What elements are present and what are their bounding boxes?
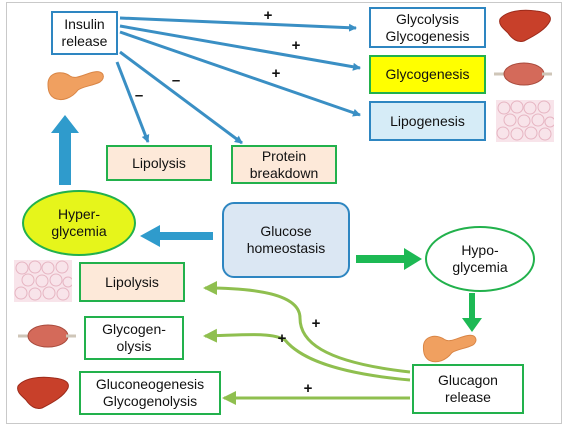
arrow-insulin-to-protein-breakdown xyxy=(119,50,243,145)
liver-icon xyxy=(499,9,551,42)
insulin-release-line-2: release xyxy=(61,33,108,49)
arrow-glucagon-to-lipolysis xyxy=(203,281,411,374)
arrow-insulin-to-lipolysis xyxy=(115,61,150,143)
arrow-homeostasis-to-hyperglycemia xyxy=(140,225,213,247)
sign-insulin-lipogenesis: + xyxy=(271,65,281,82)
liver-icon xyxy=(17,376,69,409)
gluconeogenesis-line: Gluconeogenesis xyxy=(95,376,205,392)
pancreas-icon xyxy=(47,71,104,101)
glucose-line: Glucose xyxy=(260,223,312,239)
muscle-icon xyxy=(18,324,76,348)
insulin-release-line-1: Insulin xyxy=(64,16,105,32)
hyper-line: Hyper- xyxy=(57,206,100,222)
lipolysis-top-box: Lipolysis xyxy=(106,145,212,181)
glucagon-release-line: release xyxy=(445,389,491,405)
olysis-line: olysis xyxy=(116,338,152,354)
arrow-insulin-to-lipogenesis xyxy=(119,30,361,117)
sign-insulin-glycolysis: + xyxy=(263,7,273,24)
lipolysis-bottom-label: Lipolysis xyxy=(105,273,159,290)
glycolysis-line: Glycolysis xyxy=(395,10,459,27)
lipogenesis-label: Lipogenesis xyxy=(390,112,465,129)
sign-glucagon-glycogenolysis: + xyxy=(277,330,287,347)
fat-tissue-icon xyxy=(496,100,554,142)
glycogenesis-label: Glycogenesis xyxy=(385,66,470,82)
glycogenolysis-line: Glycogenolysis xyxy=(102,393,198,409)
hypoglycemia-ellipse: Hypo-glycemia xyxy=(425,226,535,292)
pancreas-icon xyxy=(422,334,477,363)
lipogenesis-box: Lipogenesis xyxy=(369,101,486,141)
glycogenesis-line: Glycogenesis xyxy=(385,27,470,44)
fat-tissue-icon xyxy=(14,260,72,302)
breakdown-line: breakdown xyxy=(249,164,319,181)
sign-insulin-glycogenesis: + xyxy=(291,37,301,54)
hypo-line: Hypo- xyxy=(461,242,499,258)
hypo-glycemia-line: glycemia xyxy=(452,259,508,275)
sign-insulin-lipolysis: – xyxy=(134,87,144,104)
sign-insulin-protein: – xyxy=(171,72,181,89)
lipolysis-bottom-box: Lipolysis xyxy=(79,262,185,302)
arrow-glucagon-to-glycogenolysis xyxy=(203,328,411,382)
homeostasis-line: homeostasis xyxy=(246,240,326,256)
hyperglycemia-ellipse: Hyper-glycemia xyxy=(22,190,136,256)
muscle-icon xyxy=(494,62,552,86)
arrow-homeostasis-to-hypoglycemia xyxy=(356,248,422,270)
sign-glucagon-gluconeogenesis: + xyxy=(303,380,313,397)
arrow-hyperglycemia-to-insulin xyxy=(51,115,79,185)
glycemia-line: glycemia xyxy=(51,223,107,239)
diagram-frame xyxy=(6,2,562,424)
protein-line: Protein xyxy=(261,147,307,164)
sign-glucagon-lipolysis: + xyxy=(311,315,321,332)
arrow-hypoglycemia-to-glucagon xyxy=(462,293,482,332)
glycogenolysis-box: Glycogen-olysis xyxy=(84,316,184,360)
glucagon-line: Glucagon xyxy=(438,372,498,388)
arrow-insulin-to-glycolysis xyxy=(119,16,357,32)
arrow-insulin-to-glycogenesis xyxy=(119,24,361,71)
lipolysis-top-label: Lipolysis xyxy=(132,154,186,171)
glycogenesis-box: Glycogenesis xyxy=(369,55,486,94)
glycogen-line: Glycogen- xyxy=(102,321,166,337)
